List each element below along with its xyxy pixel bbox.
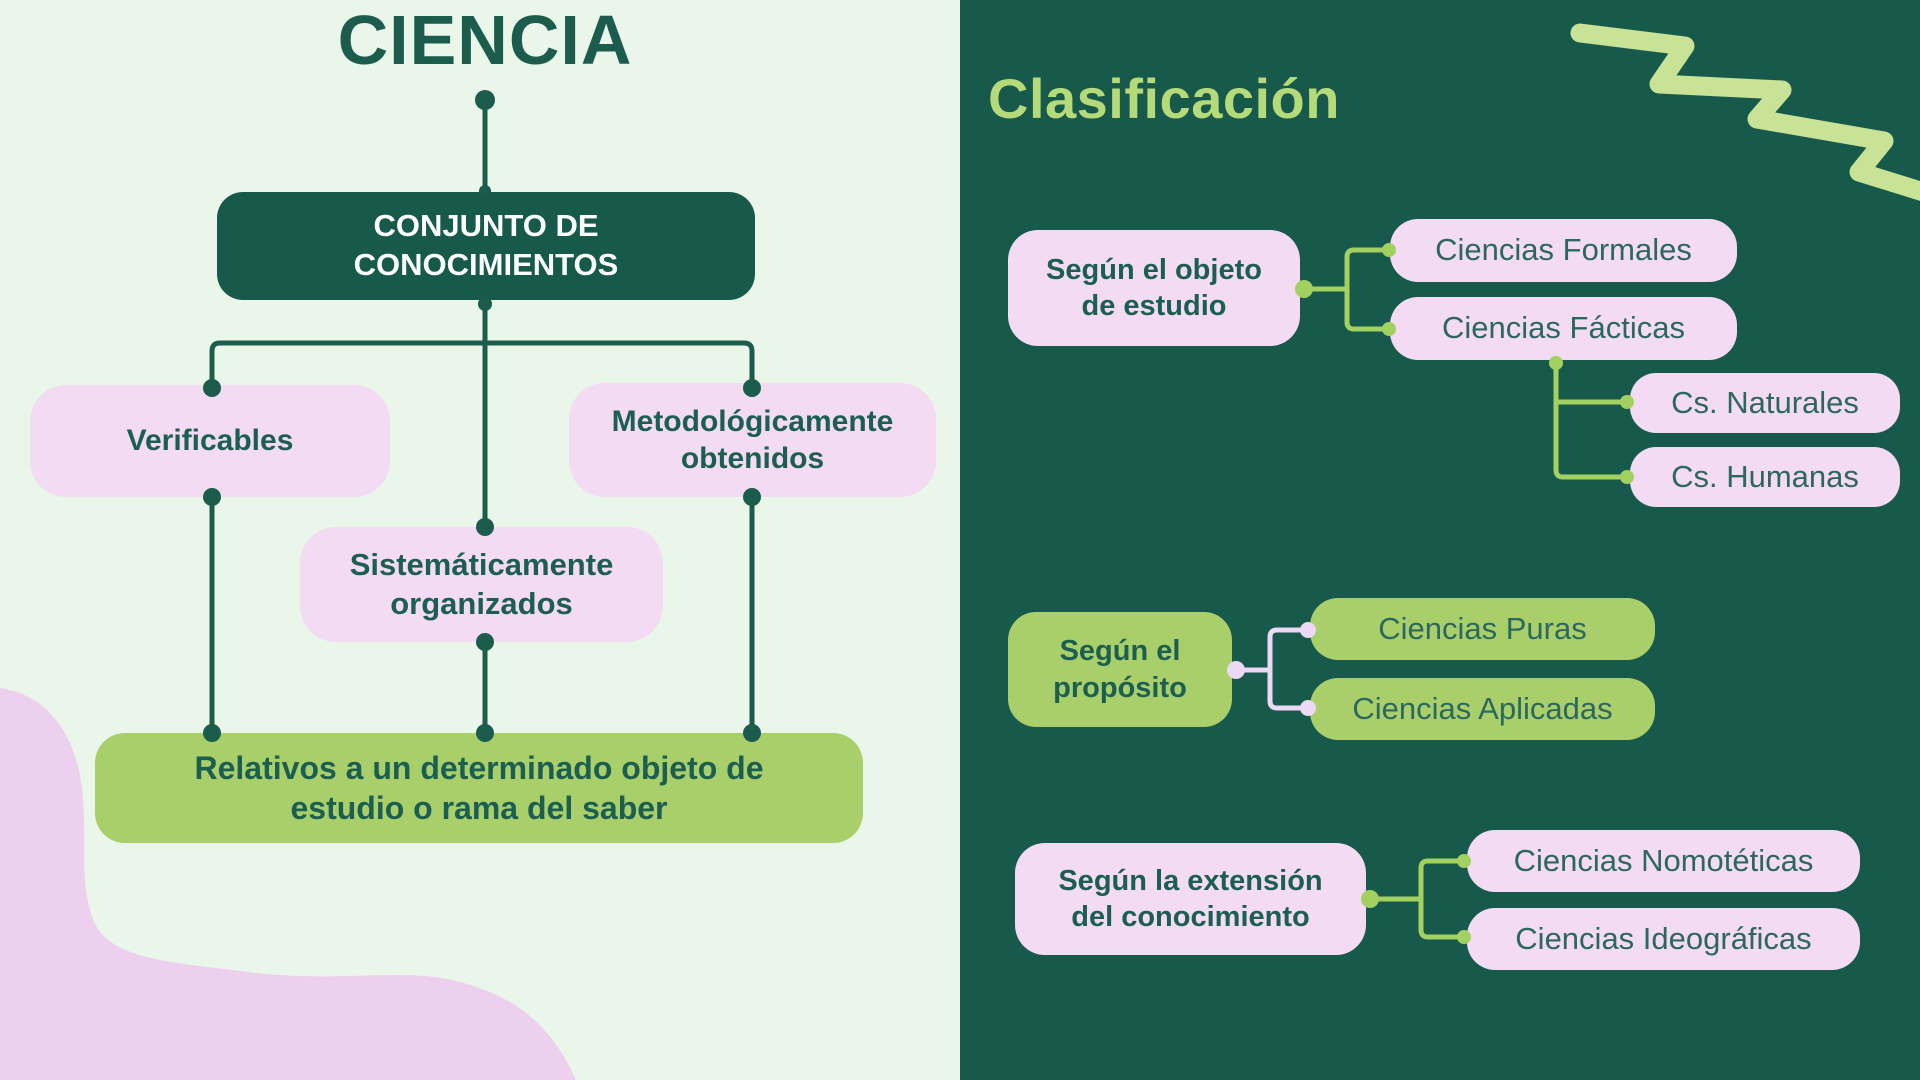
node-ciencias-nomoteticas: Ciencias Nomotéticas [1467, 830, 1860, 892]
node-ciencias-formales: Ciencias Formales [1390, 219, 1737, 282]
node-sistematicamente-organizados: Sistemáticamente organizados [300, 527, 663, 642]
node-conjunto-de-conocimientos: CONJUNTO DE CONOCIMIENTOS [217, 192, 755, 300]
node-verificables: Verificables [30, 385, 390, 497]
node-label: Relativos a un determinado objeto de est… [194, 750, 764, 826]
node-label: Ciencias Puras [1378, 610, 1587, 646]
node-label: Ciencias Fácticas [1442, 310, 1685, 346]
node-ciencias-ideograficas: Ciencias Ideográficas [1467, 908, 1860, 970]
node-cs-naturales: Cs. Naturales [1630, 373, 1900, 433]
node-label: Cs. Naturales [1671, 384, 1859, 420]
section-title-clasificacion: Clasificación [988, 67, 1340, 130]
node-metodologicamente-obtenidos: Metodológicamente obtenidos [569, 383, 936, 497]
node-label: Según el objeto de estudio [1046, 253, 1262, 322]
node-label: Ciencias Ideográficas [1515, 920, 1812, 956]
node-label: Ciencias Nomotéticas [1513, 842, 1814, 878]
node-segun-el-objeto-de-estudio: Según el objeto de estudio [1008, 230, 1300, 346]
node-label: Cs. Humanas [1671, 458, 1859, 494]
page-title-ciencia: CIENCIA [337, 1, 633, 79]
node-ciencias-facticas: Ciencias Fácticas [1390, 297, 1737, 360]
node-ciencias-aplicadas: Ciencias Aplicadas [1310, 678, 1655, 740]
node-label: CONJUNTO DE CONOCIMIENTOS [353, 208, 619, 282]
node-label: Metodológicamente obtenidos [611, 404, 894, 476]
node-label: Verificables [126, 424, 294, 458]
node-label: Sistemáticamente organizados [349, 546, 614, 621]
node-ciencias-puras: Ciencias Puras [1310, 598, 1655, 660]
node-label: Ciencias Aplicadas [1352, 690, 1613, 726]
node-label: Ciencias Formales [1435, 232, 1692, 268]
node-relativos-summary: Relativos a un determinado objeto de est… [95, 733, 863, 843]
node-segun-la-extension-del-conocimiento: Según la extensión del conocimiento [1015, 843, 1366, 955]
node-cs-humanas: Cs. Humanas [1630, 447, 1900, 507]
node-label: Según el propósito [1053, 635, 1187, 704]
node-label: Según la extensión del conocimiento [1058, 864, 1323, 933]
node-segun-el-proposito: Según el propósito [1008, 612, 1232, 727]
